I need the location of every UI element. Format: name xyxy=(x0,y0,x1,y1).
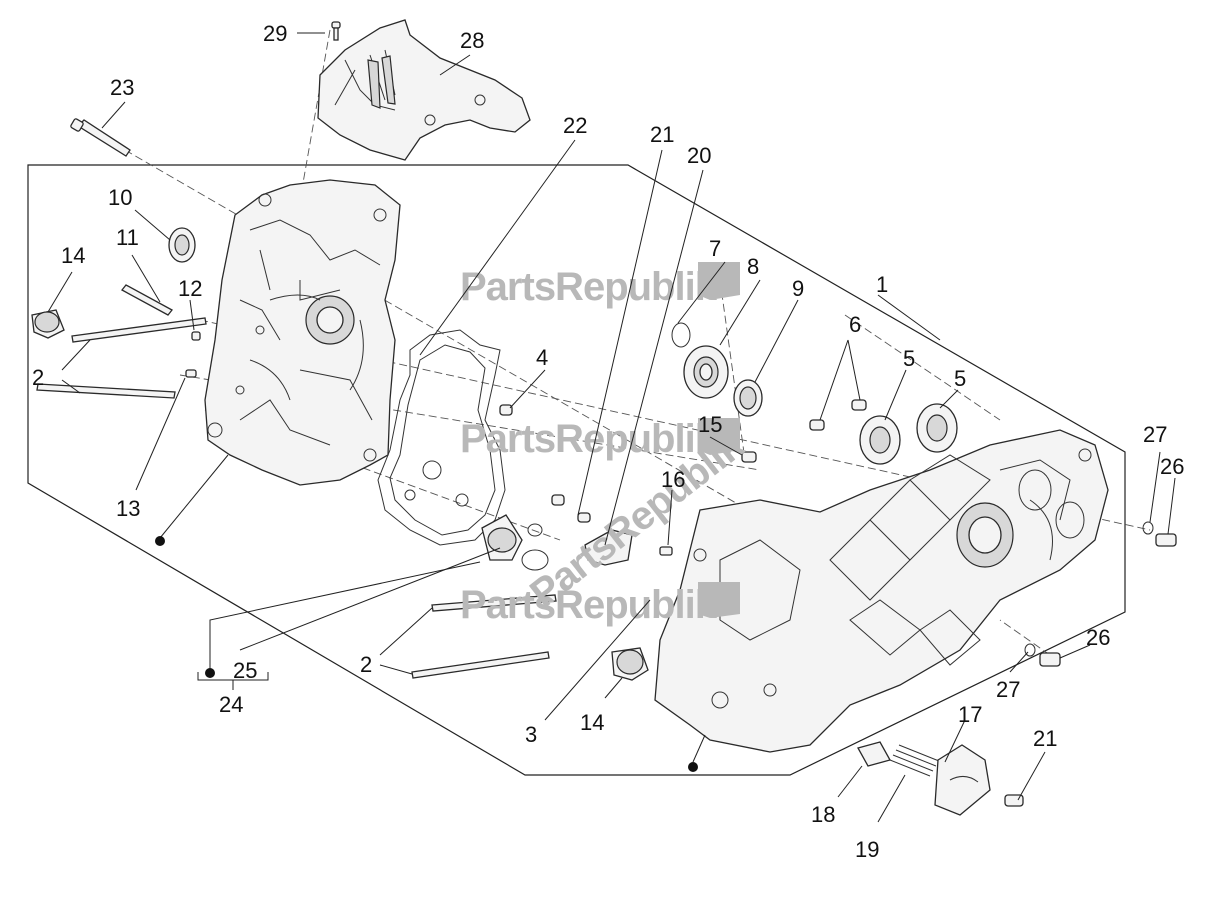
reference-dots xyxy=(155,536,698,772)
callout-17: 17 xyxy=(958,702,982,727)
left-crankcase-half xyxy=(204,179,401,486)
callout-16: 16 xyxy=(661,467,685,492)
part-7-circlip xyxy=(671,322,691,348)
part-13-pin xyxy=(185,369,197,378)
part-28-upper-cover xyxy=(317,19,531,161)
part-25-strainer xyxy=(481,514,523,561)
callout-18: 18 xyxy=(811,802,835,827)
o-ring xyxy=(521,549,549,571)
callout-2: 2 xyxy=(32,365,44,390)
watermark-text: PartsRepublik xyxy=(460,265,718,309)
part-11-pin xyxy=(121,284,173,316)
callout-numbers: 29 28 23 22 21 20 10 11 14 7 8 12 9 1 6 … xyxy=(32,21,1184,862)
callout-3: 3 xyxy=(525,722,537,747)
callout-11: 11 xyxy=(116,225,139,250)
callout-8: 8 xyxy=(747,254,759,279)
callout-9: 9 xyxy=(792,276,804,301)
part-22-gasket xyxy=(377,329,506,546)
part-29-screw xyxy=(331,21,341,41)
callout-5: 5 xyxy=(954,366,966,391)
callout-1: 1 xyxy=(876,272,888,297)
right-crankcase-half xyxy=(654,429,1109,753)
callout-20: 20 xyxy=(687,143,711,168)
part-14-silent-block-left xyxy=(31,309,65,339)
part-20-bracket xyxy=(584,529,633,566)
callout-21: 21 xyxy=(1033,726,1057,751)
part-8-bearing xyxy=(683,345,729,399)
part-9-seal xyxy=(733,379,763,417)
assembly-frame xyxy=(27,164,1126,776)
part-16-bolt xyxy=(659,546,673,556)
part-2-stud-bolts-right xyxy=(411,594,557,679)
callout-15: 15 xyxy=(698,412,722,437)
callout-7: 7 xyxy=(709,236,721,261)
callout-6: 6 xyxy=(849,312,861,337)
callout-14: 14 xyxy=(580,710,604,735)
callout-12: 12 xyxy=(178,276,202,301)
part-14-silent-block-right xyxy=(611,647,649,681)
callout-2: 2 xyxy=(360,652,372,677)
callout-24: 24 xyxy=(219,692,243,717)
callout-23: 23 xyxy=(110,75,134,100)
part-12-bush xyxy=(191,331,201,341)
callout-4: 4 xyxy=(536,345,548,370)
callout-27: 27 xyxy=(1143,422,1167,447)
callout-21: 21 xyxy=(650,122,674,147)
part-10-oil-seal xyxy=(168,227,196,263)
callout-19: 19 xyxy=(855,837,879,862)
callout-22: 22 xyxy=(563,113,587,138)
small-o-ring xyxy=(527,523,543,537)
watermark-text: PartsRepublik xyxy=(460,583,718,627)
dowels xyxy=(499,404,757,523)
callout-28: 28 xyxy=(460,28,484,53)
callout-14: 14 xyxy=(61,243,85,268)
leader-lines xyxy=(47,32,1176,823)
watermark-text: PartsRepublik xyxy=(460,417,718,461)
callout-26: 26 xyxy=(1160,454,1184,479)
part-6-dowels xyxy=(809,399,867,431)
part-2-stud-bolts-left xyxy=(36,317,207,399)
callout-25: 25 xyxy=(233,658,257,683)
part-23-bolt xyxy=(70,118,131,157)
callout-10: 10 xyxy=(108,185,132,210)
part-26-27-bolts xyxy=(1024,521,1177,667)
callout-5: 5 xyxy=(903,346,915,371)
callout-27: 27 xyxy=(996,677,1020,702)
callout-29: 29 xyxy=(263,21,287,46)
callout-26: 26 xyxy=(1086,625,1110,650)
tensioner-group xyxy=(857,741,1024,816)
callout-13: 13 xyxy=(116,496,140,521)
part-5-bearings xyxy=(859,403,958,465)
dot-leader xyxy=(692,734,706,763)
